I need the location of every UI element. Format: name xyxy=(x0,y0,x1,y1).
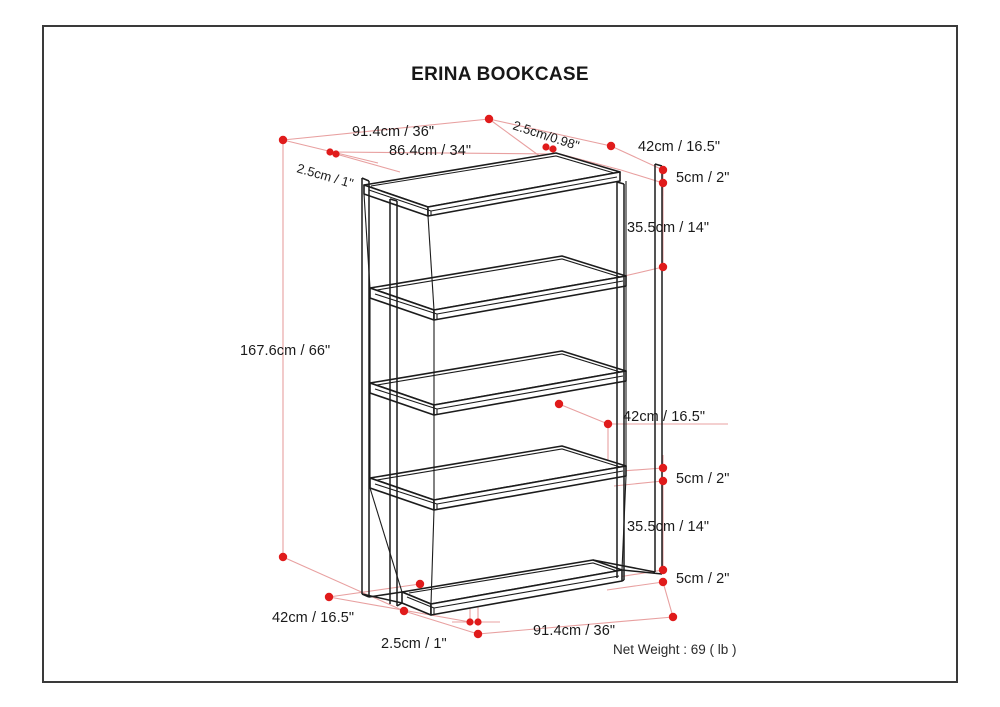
label-bottom-base-thickness: 2.5cm / 1" xyxy=(381,636,447,652)
dot-bottom-width-left xyxy=(399,606,409,616)
page-border-frame xyxy=(42,25,958,683)
shelf-4 xyxy=(369,445,627,511)
dot-top-thick-left-a xyxy=(326,148,334,156)
dot-right-thickness xyxy=(658,178,668,188)
dot-lower-shelf-bottom xyxy=(658,476,668,486)
label-mid-right-depth: 42cm / 16.5" xyxy=(623,409,705,425)
bookcase-drawing xyxy=(361,152,663,616)
label-top-width-inner: 86.4cm / 34" xyxy=(389,143,471,159)
label-bottom-width: 91.4cm / 36" xyxy=(533,623,615,639)
label-top-right-gap: 35.5cm / 14" xyxy=(627,220,709,236)
dot-top-thick-right-b xyxy=(549,145,557,153)
dimline-top-thick-left-b xyxy=(335,153,401,173)
dimline-mid-depth xyxy=(558,403,609,425)
shelf-top xyxy=(363,152,621,217)
frame-left-inner-edge xyxy=(363,193,403,593)
frame-left-bottom-connector xyxy=(361,591,403,607)
shelf-2 xyxy=(369,255,627,321)
dot-top-thick-right-a xyxy=(542,143,550,151)
dot-bottom-width-mid xyxy=(473,629,483,639)
dimline-top-inner xyxy=(329,151,561,155)
dimline-bottom-depth-b xyxy=(328,596,471,623)
label-lower-right-shelf-thickness: 5cm / 2" xyxy=(676,571,730,587)
dimline-bottom-width-right xyxy=(477,616,674,635)
dimline-top-thickness-right xyxy=(620,169,664,184)
frame-right-back-post xyxy=(654,163,663,574)
label-top-right-shelf-thickness: 5cm / 2" xyxy=(676,170,730,186)
dot-bottom-depth-end xyxy=(415,579,425,589)
dimline-bottom-depth-a xyxy=(282,556,405,612)
label-top-left-thickness: 2.5cm / 1" xyxy=(295,160,355,191)
dot-bottom-width-right xyxy=(668,612,678,622)
dot-right-depth xyxy=(658,165,668,175)
net-weight-label: Net Weight : 69 ( lb ) xyxy=(613,642,737,657)
page-title: ERINA BOOKCASE xyxy=(411,64,589,85)
label-left-height: 167.6cm / 66" xyxy=(240,343,330,359)
dimline-right-to-shelf2 xyxy=(619,266,664,278)
dot-base-top xyxy=(658,565,668,575)
dimline-top-outer-left xyxy=(282,118,490,141)
dot-top-thick-left-b xyxy=(332,150,340,158)
frame-right-inner-edge xyxy=(621,181,627,571)
label-bottom-left-depth: 42cm / 16.5" xyxy=(272,610,354,626)
shelf-front-edge-verticals xyxy=(427,215,435,605)
label-mid-right-shelf-thickness: 5cm / 2" xyxy=(676,471,730,487)
dot-bottom-depth-mid xyxy=(324,592,334,602)
dimline-right-base-down xyxy=(662,581,674,618)
label-mid-right-gap: 35.5cm / 14" xyxy=(627,519,709,535)
frame-right-bottom-connector xyxy=(592,559,663,582)
dot-bottom-left-anchor xyxy=(278,552,288,562)
dimline-top-outer-right xyxy=(488,118,612,147)
dot-top-left-anchor xyxy=(278,135,288,145)
dot-mid-depth-end xyxy=(603,419,613,429)
dot-right-gap-bottom xyxy=(658,262,668,272)
dot-base-thickness-left xyxy=(466,618,474,626)
dot-lower-shelf-top xyxy=(658,463,668,473)
dimension-dots-group xyxy=(278,114,678,639)
dot-mid-depth-start xyxy=(554,399,564,409)
dot-top-right-corner xyxy=(606,141,616,151)
dimline-bottom-depth-c xyxy=(328,583,421,598)
frame-left-front-post xyxy=(389,198,398,606)
shelf-base xyxy=(401,559,623,616)
dimline-bottom-width-left xyxy=(403,610,479,635)
label-top-width-outer: 91.4cm / 36" xyxy=(352,124,434,140)
shelf-3 xyxy=(369,350,627,416)
dot-base-bottom xyxy=(658,577,668,587)
frame-left-post xyxy=(361,177,370,598)
dimline-right-to-base-b xyxy=(606,581,664,591)
label-top-right-depth: 42cm / 16.5" xyxy=(638,139,720,155)
dot-top-outer-mid xyxy=(484,114,494,124)
dot-base-thickness-right xyxy=(474,618,482,626)
